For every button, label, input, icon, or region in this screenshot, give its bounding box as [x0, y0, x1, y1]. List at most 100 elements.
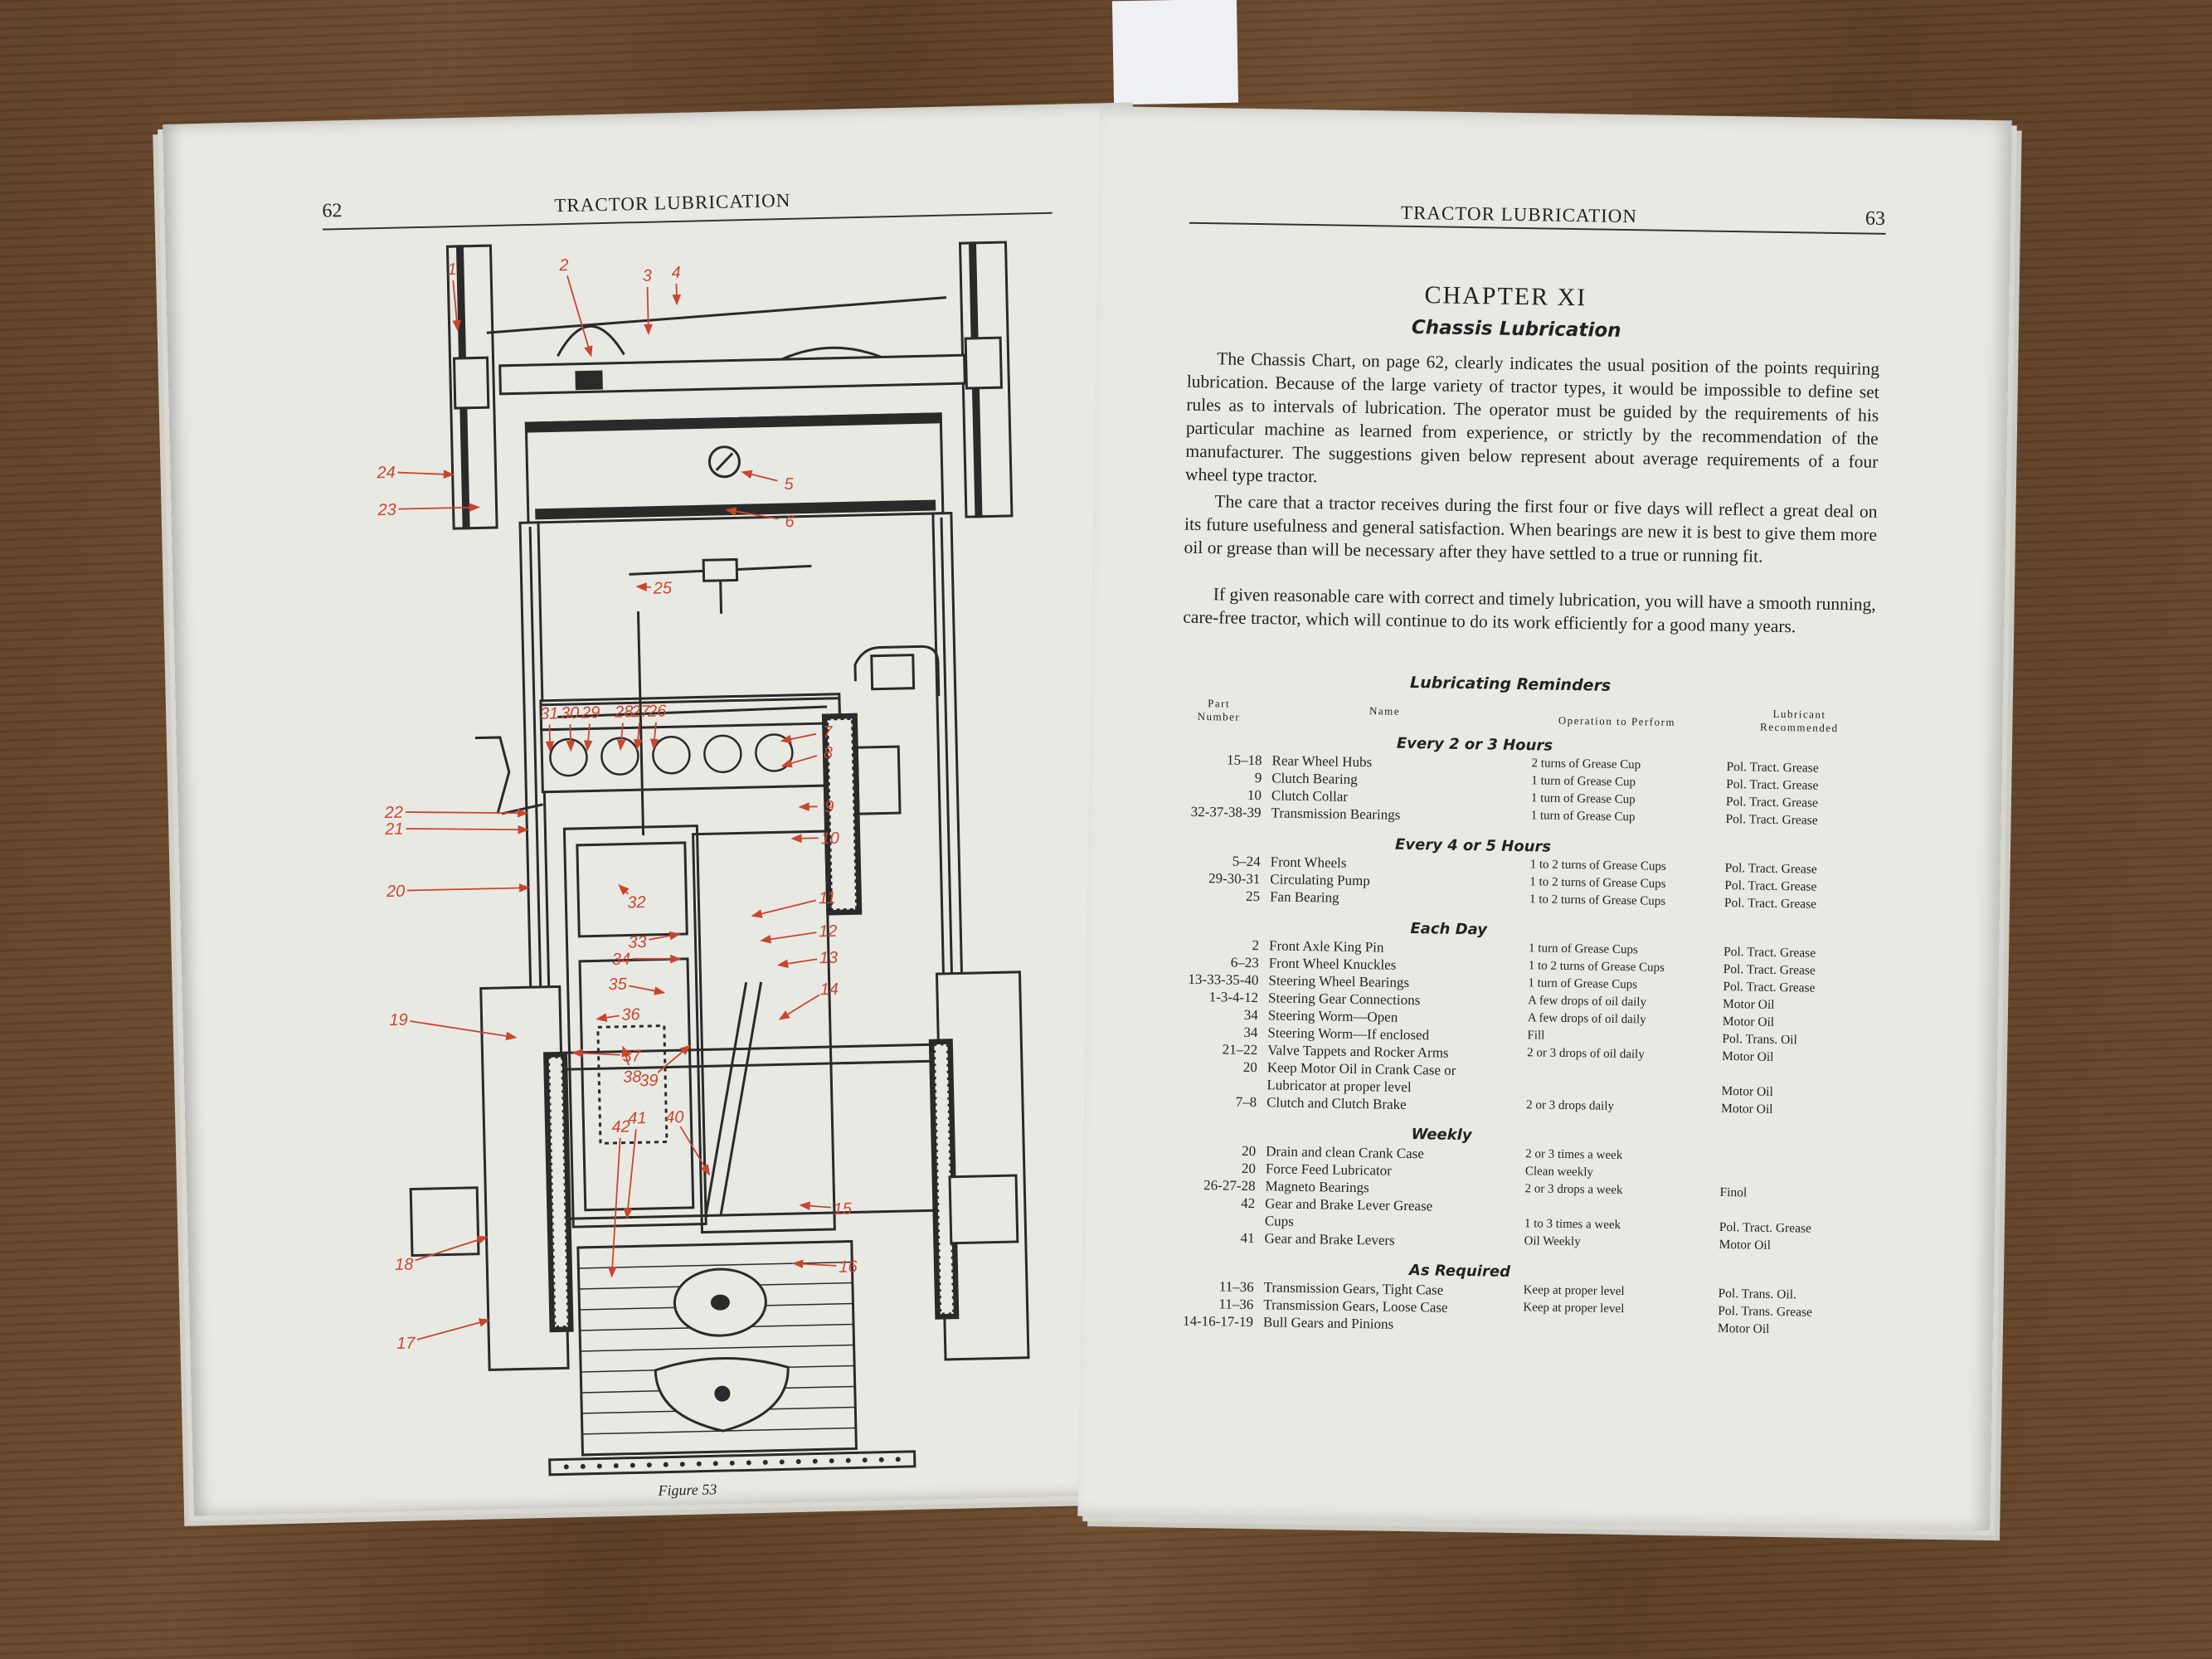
- operation-cell: Keep at proper level: [1523, 1301, 1625, 1316]
- section-heading: Every 4 or 5 Hours: [1394, 835, 1552, 856]
- callout-arrowhead-41: [623, 1208, 633, 1220]
- col-head-part-line1: Part: [1208, 697, 1231, 710]
- lubricant-cell: Pol. Tract. Grease: [1724, 860, 1817, 877]
- name-cell: Lubricator at proper level: [1266, 1077, 1412, 1096]
- header-rule-left: [322, 212, 1053, 231]
- callout-arrowhead-26: [649, 738, 659, 751]
- callout-label-2: 2: [558, 256, 569, 275]
- callout-leader-11: [752, 899, 816, 917]
- callout-leader-17: [416, 1319, 489, 1340]
- operation-cell: 2 or 3 drops of oil daily: [1527, 1046, 1645, 1062]
- part-number-cell: 34: [1243, 1024, 1258, 1041]
- col-head-name: Name: [1369, 704, 1401, 718]
- paper-bookmark: [1111, 0, 1239, 105]
- callout-label-5: 5: [784, 475, 794, 494]
- callout-arrowhead-24: [443, 469, 455, 479]
- callout-label-28: 28: [614, 703, 634, 722]
- part-number-cell: 20: [1242, 1142, 1257, 1160]
- name-cell: Valve Tappets and Rocker Arms: [1267, 1042, 1449, 1061]
- callout-arrowhead-11: [751, 909, 763, 918]
- name-cell: Transmission Gears, Tight Case: [1263, 1279, 1444, 1298]
- callout-label-38: 38: [623, 1068, 642, 1086]
- callout-label-31: 31: [540, 704, 559, 722]
- part-number-cell: 26-27-28: [1203, 1177, 1256, 1194]
- part-number-cell: 10: [1247, 786, 1262, 804]
- callout-arrowhead-4: [672, 294, 682, 306]
- lubricant-cell: Pol. Tract. Grease: [1726, 759, 1819, 776]
- callout-leader-20: [407, 887, 529, 892]
- part-number-cell: 25: [1245, 888, 1261, 905]
- callout-arrowhead-14: [778, 1010, 790, 1020]
- callout-arrowhead-3: [644, 324, 653, 336]
- callout-label-35: 35: [608, 975, 628, 995]
- callout-label-29: 29: [581, 703, 600, 722]
- callout-label-15: 15: [834, 1199, 853, 1219]
- callout-label-6: 6: [785, 513, 795, 531]
- name-cell: Steering Gear Connections: [1267, 990, 1421, 1009]
- callout-arrowhead-29: [583, 740, 593, 752]
- operation-cell: A few drops of oil daily: [1527, 1011, 1646, 1027]
- part-number-cell: 20: [1242, 1058, 1257, 1076]
- section-title: Chassis Lubrication: [1411, 316, 1621, 342]
- name-cell: Force Feed Lubricator: [1265, 1160, 1393, 1179]
- operation-cell: 2 or 3 drops daily: [1526, 1098, 1615, 1113]
- callout-leader-12: [761, 932, 817, 941]
- lubricant-cell: Pol. Tract. Grease: [1723, 895, 1817, 912]
- callout-label-25: 25: [652, 579, 673, 598]
- callout-arrowhead-32: [618, 884, 630, 896]
- chassis-chart-figure: 1234567891011121314151617181920212223242…: [376, 241, 1030, 1477]
- reminders-title: Lubricating Reminders: [1409, 673, 1612, 695]
- operation-cell: 1 to 2 turns of Grease Cups: [1529, 858, 1666, 873]
- lubricant-cell: Pol. Tract. Grease: [1725, 794, 1819, 810]
- callout-label-12: 12: [819, 922, 838, 941]
- callout-label-16: 16: [839, 1258, 858, 1277]
- col-head-operation: Operation to Perform: [1558, 713, 1676, 728]
- lubricant-cell: Pol. Tract. Grease: [1719, 1219, 1812, 1236]
- callout-arrowhead-2: [584, 345, 593, 358]
- callout-leader-21: [406, 828, 527, 831]
- callout-arrowhead-35: [654, 986, 666, 995]
- name-cell: Front Wheels: [1270, 854, 1347, 871]
- callout-label-32: 32: [627, 893, 646, 912]
- callout-arrowhead-25: [635, 582, 647, 591]
- part-number-cell: 21–22: [1222, 1041, 1258, 1058]
- operation-cell: Fill: [1527, 1029, 1545, 1043]
- lubricant-cell: Pol. Trans. Oil: [1722, 1031, 1798, 1048]
- operation-cell: 1 to 2 turns of Grease Cups: [1528, 959, 1665, 975]
- name-cell: Bull Gears and Pinions: [1262, 1314, 1394, 1332]
- name-cell: Clutch Bearing: [1271, 770, 1358, 787]
- callout-arrowhead-40: [700, 1164, 711, 1176]
- paragraph-1: The Chassis Chart, on page 62, clearly i…: [1184, 348, 1880, 487]
- callout-label-30: 30: [561, 704, 580, 722]
- page-number-left: 62: [322, 200, 343, 222]
- part-number-cell: 41: [1240, 1229, 1255, 1247]
- callout-label-40: 40: [665, 1108, 684, 1126]
- callout-arrowhead-37: [571, 1048, 583, 1058]
- callout-label-8: 8: [824, 744, 834, 762]
- callout-arrowhead-15: [799, 1201, 811, 1211]
- callout-label-4: 4: [671, 264, 681, 282]
- col-head-lubricant: Lubricant Recommended: [1737, 707, 1861, 735]
- operation-cell: 2 or 3 times a week: [1525, 1147, 1623, 1163]
- callout-leader-2: [566, 275, 592, 356]
- part-number-cell: 11–36: [1218, 1296, 1254, 1313]
- part-number-cell: 34: [1243, 1006, 1258, 1024]
- callout-label-10: 10: [820, 830, 839, 848]
- callout-label-14: 14: [819, 980, 839, 999]
- lubricant-cell: Pol. Tract. Grease: [1724, 878, 1817, 894]
- callout-arrowhead-30: [566, 741, 576, 752]
- col-head-part-line2: Number: [1197, 709, 1241, 723]
- name-cell: Transmission Gears, Loose Case: [1263, 1297, 1448, 1316]
- callout-label-24: 24: [376, 464, 396, 483]
- lubricant-cell: Motor Oil: [1721, 1048, 1774, 1064]
- col-head-lubricant-line2: Recommended: [1759, 720, 1839, 735]
- callout-label-11: 11: [819, 889, 836, 907]
- callout-arrowhead-6: [725, 507, 737, 516]
- callout-arrowhead-22: [518, 808, 529, 818]
- lubricant-cell: Pol. Tract. Grease: [1726, 776, 1819, 793]
- paragraph-3: If given reasonable care with correct an…: [1183, 584, 1876, 637]
- callout-arrowhead-12: [760, 934, 772, 944]
- callout-leader-24: [397, 471, 453, 476]
- name-cell: Front Wheel Knuckles: [1268, 955, 1397, 973]
